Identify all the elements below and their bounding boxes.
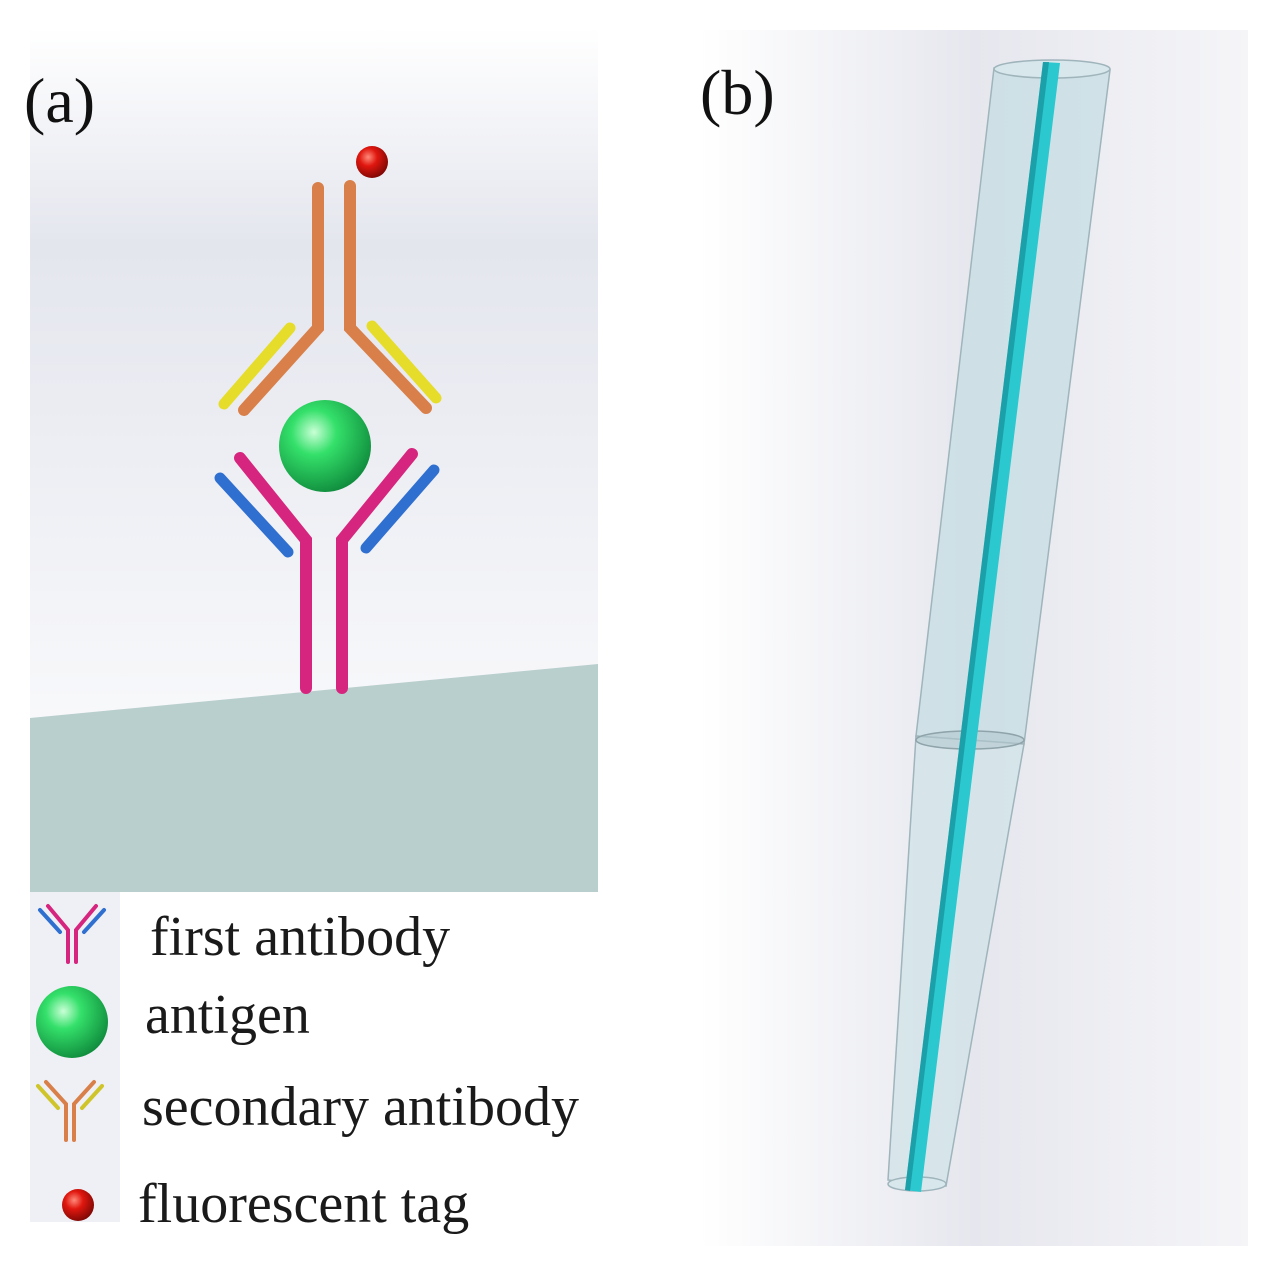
first-antibody [214,448,440,694]
secondary-antibody [218,180,442,416]
fluorescent-tag-icon [62,1189,94,1221]
fiber-core-shade [905,62,1049,1191]
substrate-surface [30,664,598,892]
secondary-antibody-icon [36,1080,104,1142]
panel-b: (b) [700,30,1248,1246]
secondary-antibody-left-light-chain [218,322,296,410]
first-antibody-left-light-chain [214,472,294,558]
first-antibody-right-chain [336,448,418,694]
panel-a-label: (a) [24,65,95,136]
first-antibody-icon [38,904,106,964]
legend: first antibody antigen secondary antibod… [30,892,579,1235]
antigen-sphere [279,400,371,492]
first-antibody-right-light-chain [360,464,440,554]
fluorescent-tag-sphere [356,146,388,178]
panel-a: (a) [24,28,598,892]
secondary-antibody-left-chain [238,182,324,416]
secondary-antibody-right-light-chain [366,320,442,404]
first-antibody-left-chain [234,452,312,694]
legend-secondary-antibody-text: secondary antibody [142,1076,579,1138]
legend-first-antibody-text: first antibody [150,906,450,968]
antigen-icon [36,986,108,1058]
legend-antigen-text: antigen [145,984,310,1046]
legend-fluorescent-tag-text: fluorescent tag [138,1173,469,1235]
secondary-antibody-right-chain [344,180,432,414]
panel-b-label: (b) [700,57,775,128]
